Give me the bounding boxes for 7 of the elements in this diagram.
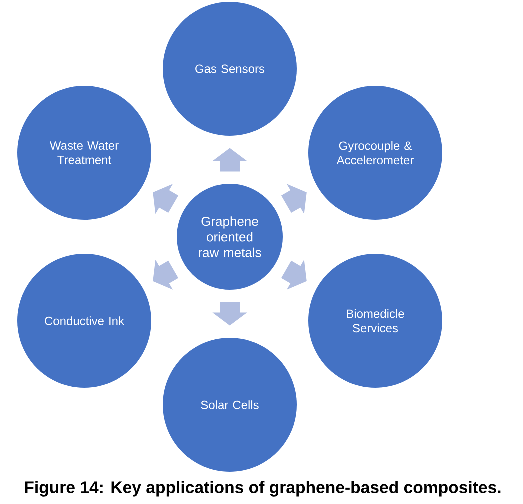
figure-caption: Figure 14: Key applications of graphene-based composites. [25,481,501,497]
circle-node: Biomedicle Services [308,254,442,388]
circle-node: Gas Sensors [163,2,297,136]
circle-node: Solar Cells [163,338,297,472]
circle-node: Conductive Ink [18,254,152,388]
circle-node: Waste Water Treatment [18,86,152,220]
circle-node: Gyrocouple & Accelerometer [308,86,442,220]
